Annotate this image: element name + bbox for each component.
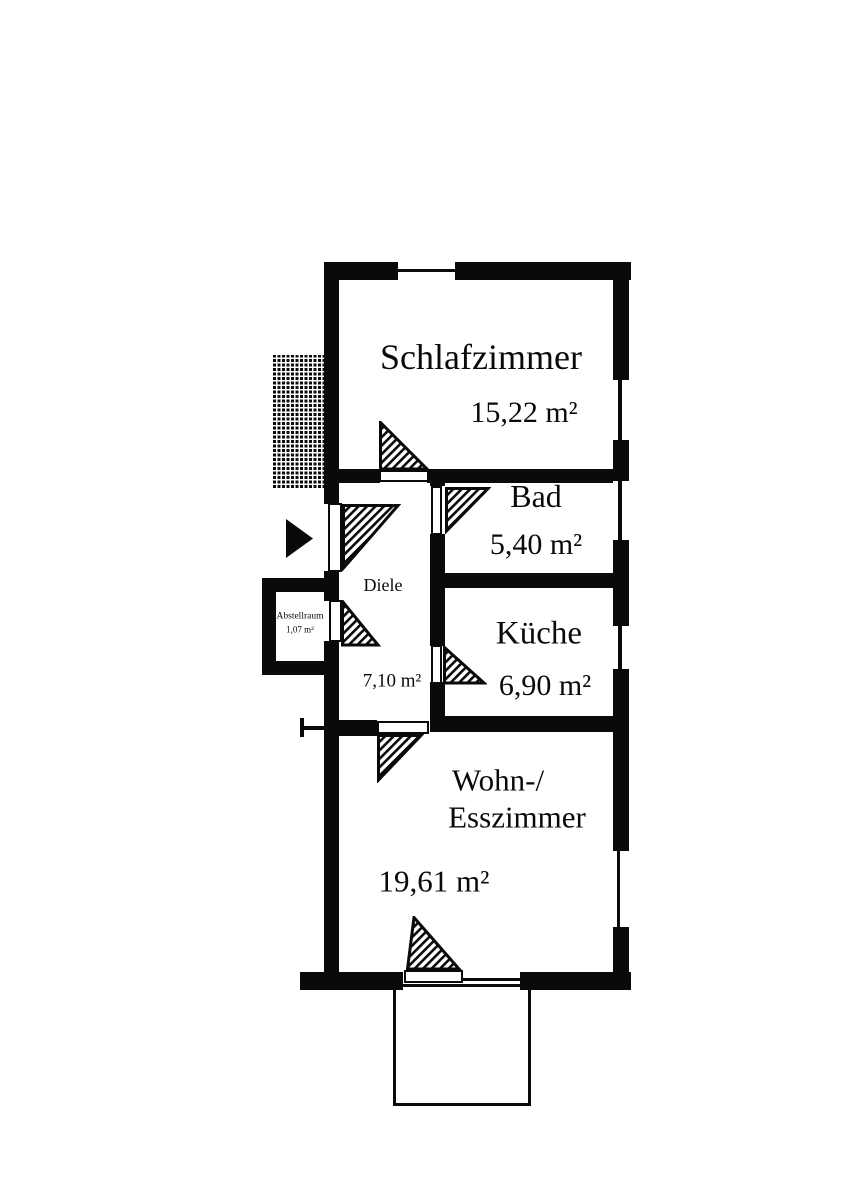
- bad-label: Bad: [510, 478, 562, 514]
- window-bottom: [462, 978, 520, 981]
- door-swing-bad-icon: [445, 487, 491, 534]
- wall-left-upper: [324, 262, 339, 504]
- wall-abstellraum-top: [262, 578, 324, 592]
- door-leaf-schlafzimmer: [379, 470, 429, 482]
- bad-area: 5,40 m²: [489, 528, 583, 561]
- door-swing-balcony-icon: [406, 916, 462, 971]
- wall-abstellraum-left: [262, 578, 276, 675]
- wall-schlafzimmer-bottom-right: [427, 469, 613, 483]
- diele-label: Diele: [363, 575, 403, 595]
- window-right-schlafzimmer: [618, 380, 622, 440]
- door-leaf-entrance: [328, 503, 342, 572]
- abstellraum-label: Abstellraum: [276, 611, 324, 622]
- schlafzimmer-label: Schlafzimmer: [380, 337, 582, 377]
- wall-top-left: [324, 262, 398, 280]
- window-right-bad: [618, 481, 622, 540]
- door-leaf-kueche: [431, 645, 442, 684]
- kueche-label: Küche: [495, 615, 583, 652]
- window-right-wohnzimmer: [617, 851, 620, 927]
- wall-stub-tick: [300, 718, 304, 737]
- terrace-hatch-area: [273, 355, 330, 488]
- wall-right-seg1: [613, 262, 629, 380]
- wohn-esszimmer-label-line2: Esszimmer: [448, 799, 586, 835]
- wall-abstellraum-bottom: [262, 661, 324, 675]
- door-leaf-wohnzimmer: [377, 721, 429, 734]
- schlafzimmer-area: 15,22 m²: [470, 396, 578, 429]
- wall-diele-vertical-seg2: [430, 534, 445, 646]
- wall-stub-line: [301, 726, 324, 730]
- door-swing-abstellraum-icon: [341, 600, 381, 647]
- wall-diele-bottom: [339, 720, 377, 736]
- door-swing-entrance-icon: [342, 504, 401, 571]
- wall-left-mid: [324, 571, 339, 601]
- wohn-esszimmer-label-line1: Wohn-/: [451, 762, 545, 798]
- wall-left-lower: [324, 641, 339, 973]
- door-leaf-bad: [431, 486, 442, 535]
- wall-bad-bottom: [430, 573, 629, 588]
- diele-area: 7,10 m²: [362, 670, 422, 692]
- door-leaf-balcony: [404, 970, 463, 983]
- door-swing-kueche-icon: [443, 646, 487, 685]
- entrance-arrow-icon: [286, 519, 313, 558]
- door-swing-schlafzimmer-icon: [379, 421, 430, 471]
- wall-bottom-right: [520, 972, 631, 990]
- window-top: [398, 269, 455, 272]
- abstellraum-area: 1,07 m²: [286, 624, 314, 635]
- door-leaf-abstellraum: [329, 600, 342, 642]
- balcony-outline: [393, 984, 531, 1106]
- wall-diele-vertical-seg1: [430, 469, 445, 486]
- door-swing-wohnzimmer-icon: [377, 734, 424, 783]
- wohn-esszimmer-area: 19,61 m²: [378, 863, 490, 899]
- wall-top-right: [455, 262, 631, 280]
- wall-right-seg4: [613, 669, 629, 851]
- wall-bottom-left: [300, 972, 403, 990]
- wall-right-seg2: [613, 440, 629, 481]
- kueche-area: 6,90 m²: [498, 669, 592, 702]
- window-right-kueche: [618, 626, 622, 669]
- wall-schlafzimmer-bottom-left: [339, 469, 380, 483]
- wall-kueche-bottom: [430, 716, 629, 732]
